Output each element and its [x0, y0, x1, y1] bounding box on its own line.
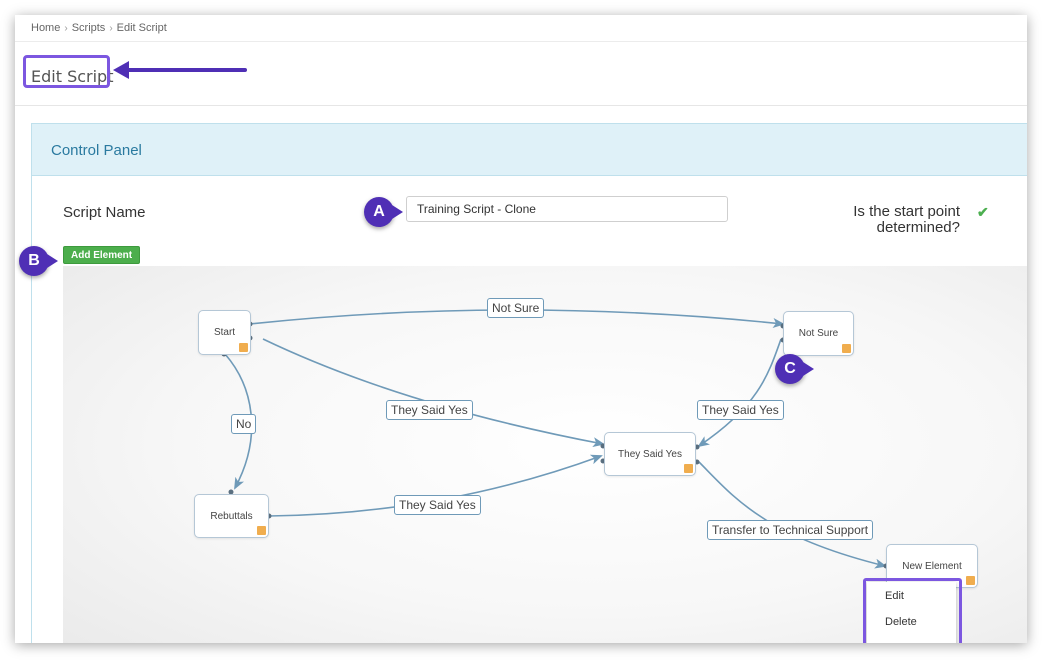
callout-badge-c: C [775, 354, 814, 384]
edge-label-yes-from-rebuttals[interactable]: They Said Yes [394, 495, 481, 515]
breadcrumb-scripts[interactable]: Scripts [71, 22, 106, 34]
node-label: New Element [902, 560, 962, 572]
edge-yes-from-not-sure [697, 338, 782, 448]
node-corner-icon[interactable] [842, 344, 851, 353]
edge-no [224, 353, 253, 490]
edge-label-yes-from-start[interactable]: They Said Yes [386, 400, 473, 420]
script-name-label: Script Name [63, 204, 146, 221]
connector-dot [228, 489, 234, 495]
node-label: They Said Yes [618, 448, 682, 460]
flow-canvas[interactable]: Start Rebuttals Not Sure They Said Yes N… [63, 266, 1027, 643]
node-corner-icon[interactable] [239, 343, 248, 352]
edge-label-yes-from-not-sure[interactable]: They Said Yes [697, 400, 784, 420]
add-element-button[interactable]: Add Element [63, 246, 141, 264]
node-label: Start [213, 327, 236, 338]
node-corner-icon[interactable] [966, 576, 975, 585]
callout-highlight-c [863, 578, 962, 643]
callout-arrow-icon [113, 61, 129, 79]
node-context-menu: Edit Delete [867, 582, 956, 643]
panel-header: Control Panel [32, 124, 1027, 176]
node-label: Not Sure [798, 328, 839, 339]
callout-highlight-title [23, 55, 110, 88]
breadcrumb-current: Edit Script [116, 22, 167, 34]
chevron-right-icon: › [109, 22, 113, 34]
panel-title: Control Panel [51, 142, 142, 159]
edge-label-no[interactable]: No [231, 414, 257, 434]
callout-badge-a: A [364, 197, 403, 227]
chevron-right-icon: › [64, 22, 68, 34]
node-label: Rebuttals [210, 510, 253, 522]
page-title: Edit Script [31, 67, 114, 86]
context-menu-edit[interactable]: Edit [885, 590, 904, 602]
context-menu-delete[interactable]: Delete [885, 616, 917, 628]
node-corner-icon[interactable] [684, 464, 693, 473]
script-name-input[interactable] [406, 196, 728, 222]
flow-node-they-said-yes[interactable]: They Said Yes [604, 432, 696, 476]
divider [15, 41, 1027, 42]
edge-transfer [698, 461, 887, 569]
flow-node-not-sure[interactable]: Not Sure [783, 311, 854, 356]
checkmark-icon: ✔ [977, 204, 989, 220]
flow-node-start[interactable]: Start [198, 310, 251, 355]
callout-arrow-line [123, 68, 247, 72]
edge-label-not-sure[interactable]: Not Sure [487, 298, 545, 318]
flow-node-rebuttals[interactable]: Rebuttals [194, 494, 269, 538]
app-window: Home › Scripts › Edit Script Edit Script… [15, 15, 1027, 643]
edge-yes-from-start [262, 338, 605, 448]
control-panel: Control Panel Script Name Is the start p… [31, 123, 1027, 643]
start-point-question: Is the start point determined? [853, 203, 960, 236]
edge-label-transfer[interactable]: Transfer to Technical Support [707, 520, 874, 540]
divider [15, 105, 1027, 106]
breadcrumb: Home › Scripts › Edit Script [31, 22, 167, 34]
callout-badge-b: B [19, 246, 58, 276]
node-corner-icon[interactable] [257, 526, 266, 535]
breadcrumb-home[interactable]: Home [31, 22, 61, 34]
